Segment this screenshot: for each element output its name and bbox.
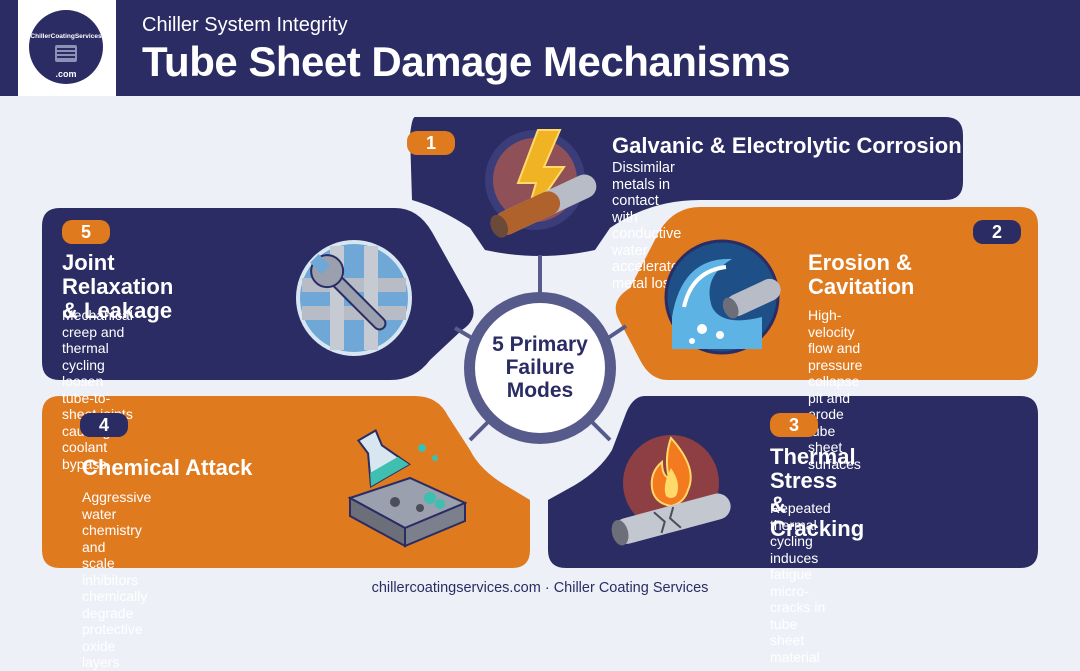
logo-badge: ChillerCoatingServices .com bbox=[29, 10, 103, 84]
card-title-1: Galvanic & Electrolytic Corrosion bbox=[612, 133, 962, 158]
card-title-2: Erosion & Cavitation bbox=[808, 250, 915, 299]
header-bar: ChillerCoatingServices .com Chiller Syst… bbox=[0, 0, 1080, 96]
connector-2 bbox=[606, 324, 628, 340]
page-subtitle: Chiller System Integrity bbox=[142, 14, 348, 36]
card-number-3: 3 bbox=[770, 413, 818, 437]
logo-text-top: ChillerCoatingServices bbox=[30, 33, 102, 40]
card-number-1: 1 bbox=[407, 131, 455, 155]
flame-pipe-icon bbox=[611, 435, 731, 546]
logo[interactable]: ChillerCoatingServices .com bbox=[18, 0, 116, 96]
logo-text-bottom: .com bbox=[55, 69, 77, 79]
card-description-5: Mechanical creep and thermal cycling loo… bbox=[62, 307, 133, 472]
center-label: 5 Primary Failure Modes bbox=[492, 333, 588, 402]
card-title-4: Chemical Attack bbox=[82, 455, 253, 480]
card-title-3: Thermal Stress & Cracking bbox=[770, 444, 865, 541]
connector-4 bbox=[468, 418, 492, 442]
card-title-5: Joint Relaxation & Leakage bbox=[62, 250, 174, 323]
connector-3 bbox=[588, 418, 612, 442]
card-number-2: 2 bbox=[973, 220, 1021, 244]
lightning-pipe-icon bbox=[485, 129, 597, 238]
flask-corrosion-icon bbox=[347, 429, 468, 548]
wave-pipe-icon bbox=[664, 239, 781, 355]
connector-5 bbox=[453, 326, 474, 340]
card-number-4: 4 bbox=[80, 413, 128, 437]
page-title: Tube Sheet Damage Mechanisms bbox=[142, 38, 791, 85]
footer-credit[interactable]: chillercoatingservices.com · Chiller Coa… bbox=[371, 580, 709, 596]
center-hub: 5 Primary Failure Modes bbox=[464, 292, 616, 444]
card-number-5: 5 bbox=[62, 220, 110, 244]
wrench-pipe-icon bbox=[296, 240, 412, 356]
chiller-unit-icon bbox=[55, 45, 77, 62]
